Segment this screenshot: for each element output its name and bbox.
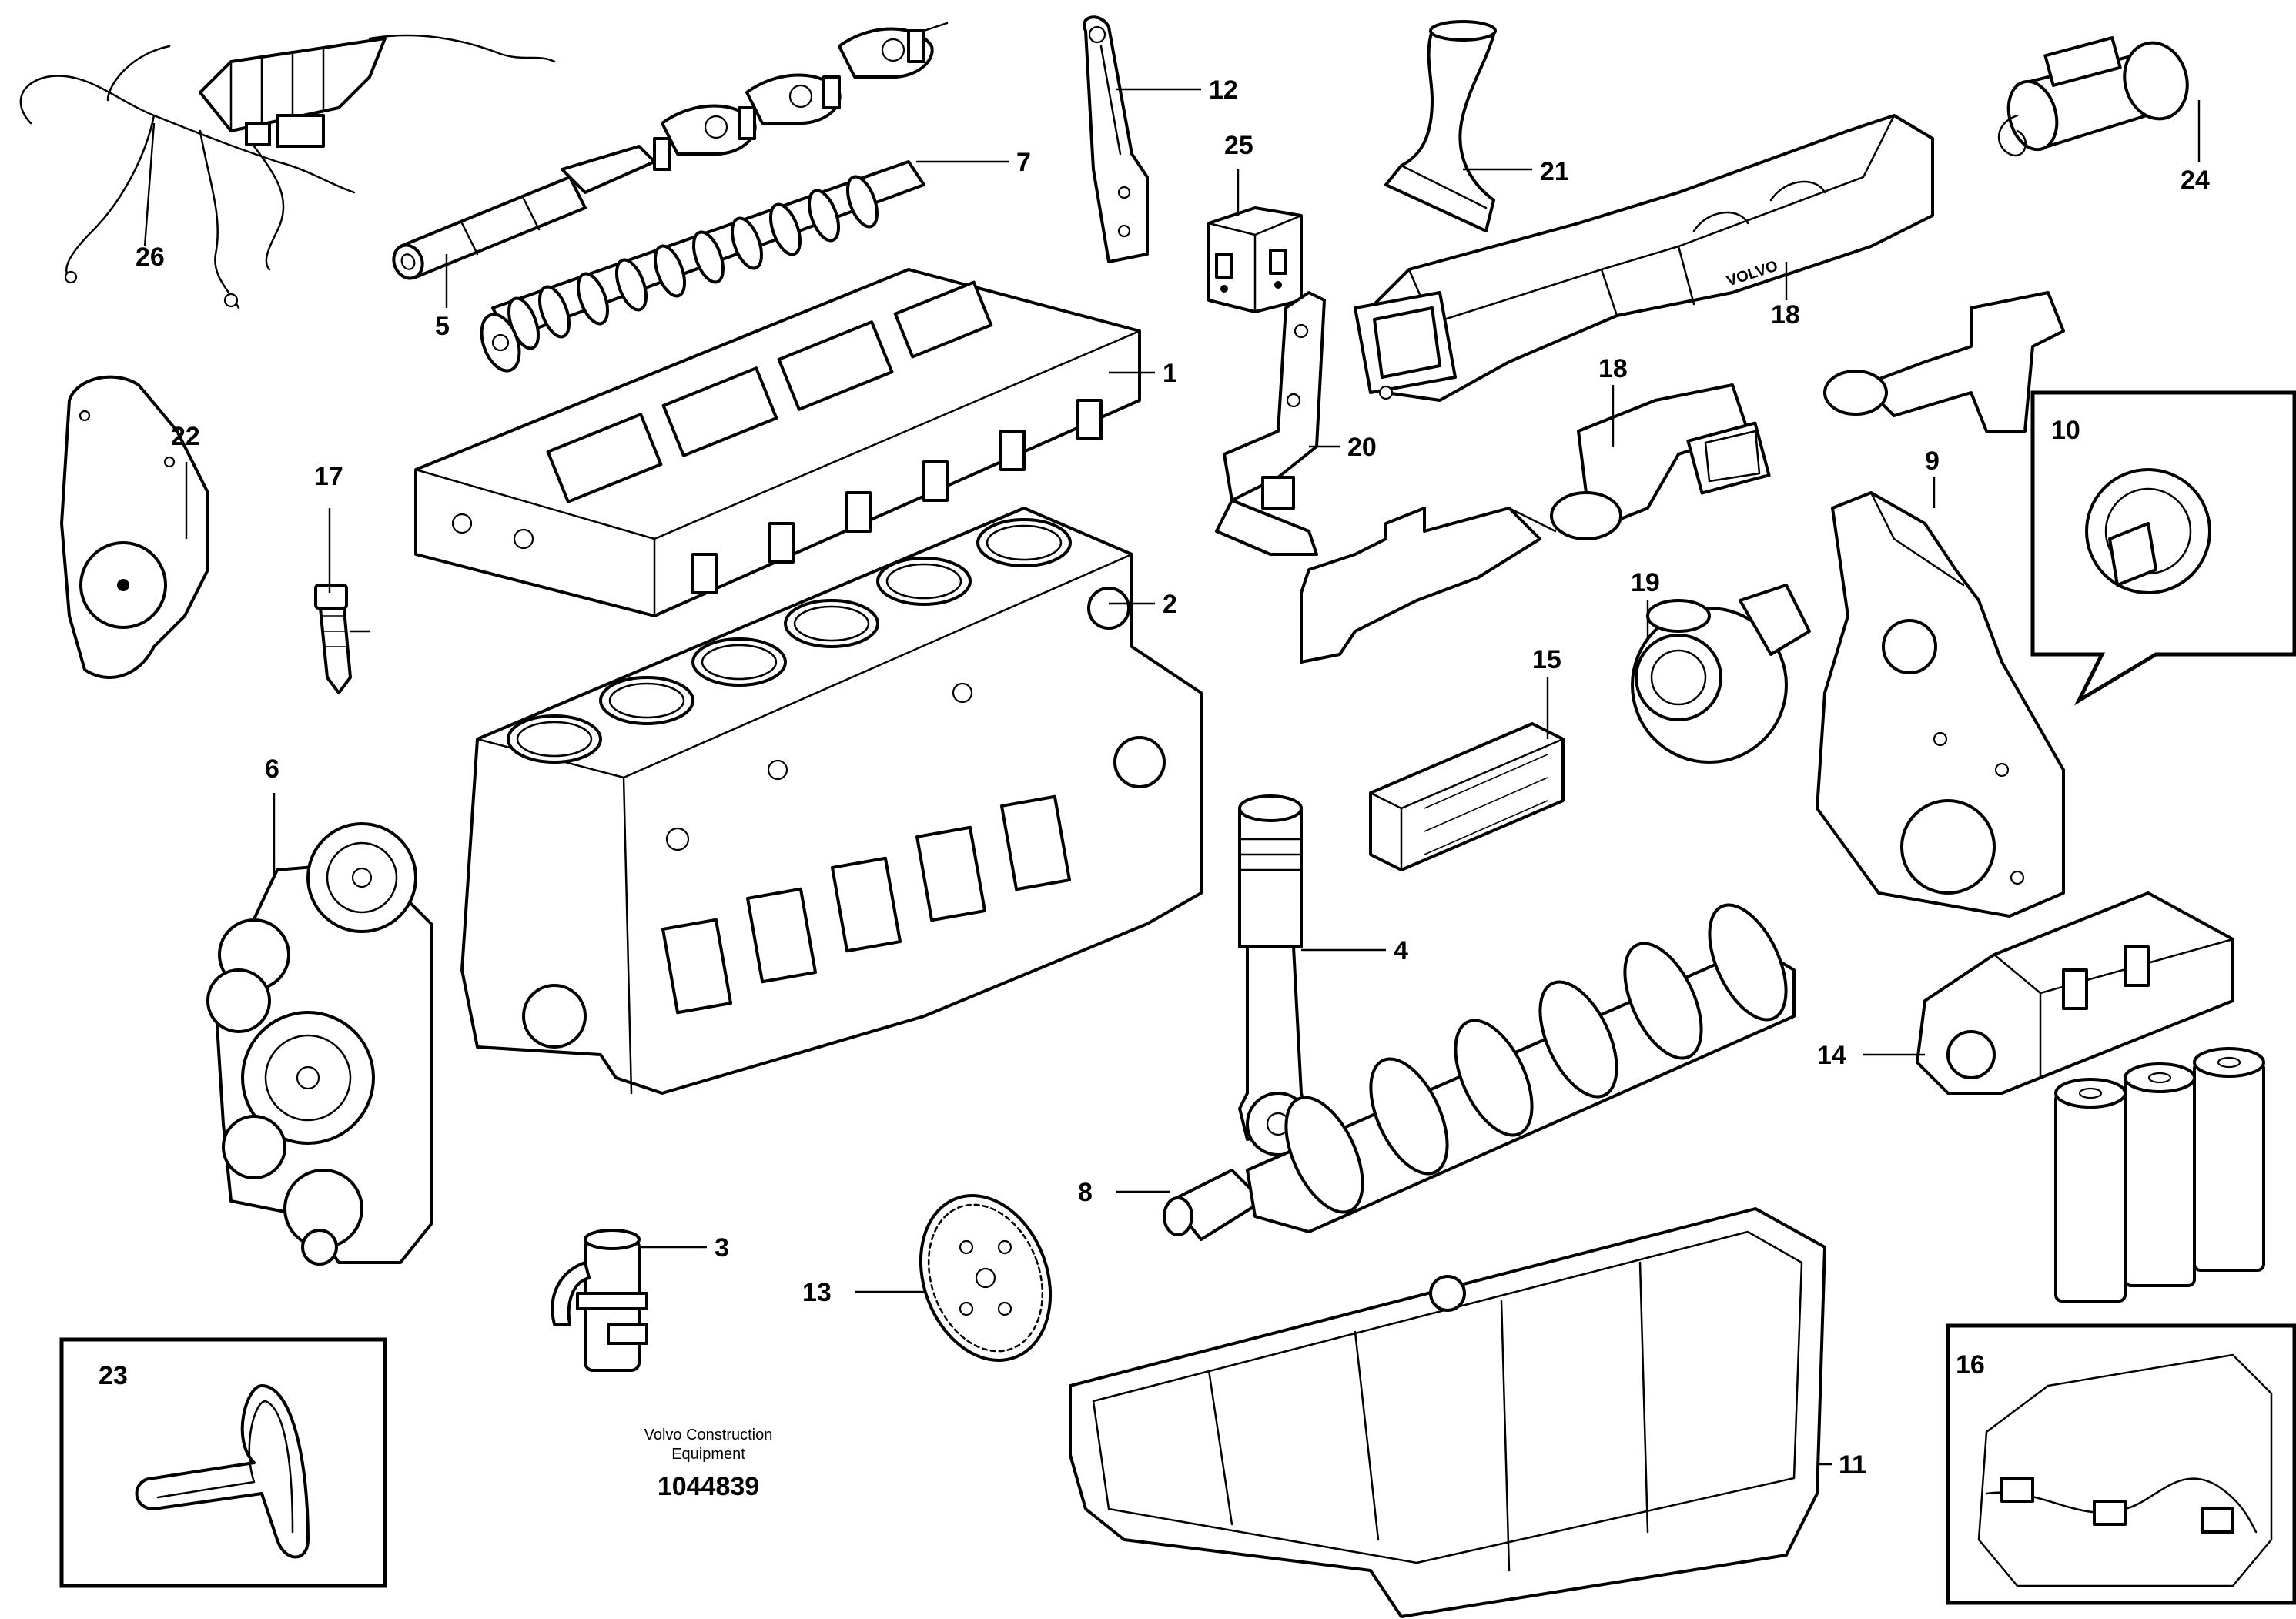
label-3: 3 xyxy=(715,1233,729,1263)
label-23: 23 xyxy=(99,1361,128,1390)
part-coolant-filter xyxy=(551,1229,648,1372)
callout-23-box xyxy=(59,1337,387,1588)
part-timing-cover xyxy=(1816,491,2065,918)
label-18a: 18 xyxy=(1771,300,1800,329)
label-9: 9 xyxy=(1925,447,1940,476)
part-starter-motor xyxy=(1997,36,2189,157)
part-clamp-block xyxy=(1207,206,1303,313)
label-20: 20 xyxy=(1347,433,1377,462)
label-13: 13 xyxy=(802,1278,832,1307)
label-15: 15 xyxy=(1532,645,1561,674)
label-10: 10 xyxy=(2051,416,2080,445)
label-1: 1 xyxy=(1163,359,1177,388)
label-21: 21 xyxy=(1540,157,1569,186)
part-oil-cooler xyxy=(1369,722,1565,871)
label-8: 8 xyxy=(1078,1178,1093,1207)
label-5: 5 xyxy=(435,312,450,341)
label-14: 14 xyxy=(1817,1041,1846,1070)
label-11: 11 xyxy=(1839,1450,1866,1480)
part-rear-cover xyxy=(60,375,209,679)
drawing-caption: Volvo Construction Equipment 1044839 xyxy=(644,1427,773,1501)
leader-lines xyxy=(143,88,2201,1466)
part-intake-pipe xyxy=(1384,20,1497,232)
part-oil-sump xyxy=(1069,1207,1826,1618)
part-cylinder-head xyxy=(414,268,1141,617)
label-26: 26 xyxy=(136,243,165,272)
part-camshaft xyxy=(480,160,925,373)
label-16: 16 xyxy=(1956,1350,1985,1380)
label-17: 17 xyxy=(314,462,343,491)
part-turbocharger xyxy=(1631,584,1811,764)
caption-line-2: Equipment xyxy=(671,1446,745,1463)
callout-10-box xyxy=(2030,390,2296,706)
label-4: 4 xyxy=(1394,936,1408,965)
part-wiring-harness xyxy=(19,34,556,309)
part-number-labels: 26 7 5 12 25 21 24 18 18 1 20 22 17 2 19… xyxy=(99,75,2210,1480)
drawing-number: 1044839 xyxy=(658,1472,759,1501)
label-12: 12 xyxy=(1209,75,1238,105)
label-7: 7 xyxy=(1016,148,1031,177)
part-cylinder-block xyxy=(460,507,1203,1095)
part-intake-manifold: VOLVO xyxy=(1354,114,1934,402)
label-2: 2 xyxy=(1163,590,1177,619)
part-crankshaft xyxy=(1163,903,1796,1241)
label-6: 6 xyxy=(265,754,279,784)
label-18b: 18 xyxy=(1598,354,1628,383)
part-rocker-arms xyxy=(561,22,949,194)
callout-16-box xyxy=(1946,1323,2296,1605)
part-lifting-bracket xyxy=(1083,15,1149,263)
part-oil-filter-housing xyxy=(1916,891,2234,1095)
label-24: 24 xyxy=(2181,166,2210,195)
label-22: 22 xyxy=(171,422,200,451)
part-sensor-bracket xyxy=(1215,291,1326,556)
part-rocker-shaft xyxy=(392,176,587,280)
part-timing-gears xyxy=(206,822,433,1266)
part-gear xyxy=(919,1194,1053,1362)
part-oil-filters xyxy=(2054,1047,2265,1303)
caption-line-1: Volvo Construction xyxy=(644,1427,773,1443)
part-exhaust-manifold xyxy=(1300,291,2065,664)
label-19: 19 xyxy=(1631,568,1660,597)
part-injector xyxy=(314,584,371,694)
label-25: 25 xyxy=(1224,131,1253,160)
